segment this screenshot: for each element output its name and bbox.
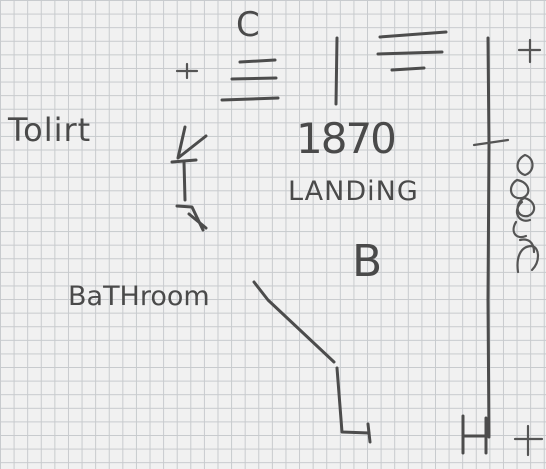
- central-divider-line: [334, 36, 339, 106]
- bathroom-label: BaTHroom: [68, 281, 210, 312]
- toilet-arrow-bracket: [170, 125, 208, 232]
- landing-letter: B: [352, 236, 383, 287]
- stair-treads-right: [376, 30, 448, 72]
- bathroom-wall-bracket: [335, 366, 372, 444]
- side-squiggles: [509, 153, 540, 274]
- right-wall-tick: [472, 138, 510, 147]
- landing-label: LANDiNG: [288, 176, 419, 207]
- stair-treads-left: [220, 58, 280, 102]
- tick-mark-left: [175, 62, 199, 80]
- stair-label: C: [236, 5, 260, 45]
- right-wall-line: [486, 36, 491, 439]
- toilet-label: Tolirt: [8, 111, 92, 149]
- door-h-symbol: [461, 414, 490, 455]
- landing-number: 1870: [296, 114, 397, 163]
- plus-mark-bottom-right: [513, 424, 544, 457]
- plus-mark-top-right: [517, 38, 542, 64]
- bathroom-pointer-line: [252, 280, 336, 364]
